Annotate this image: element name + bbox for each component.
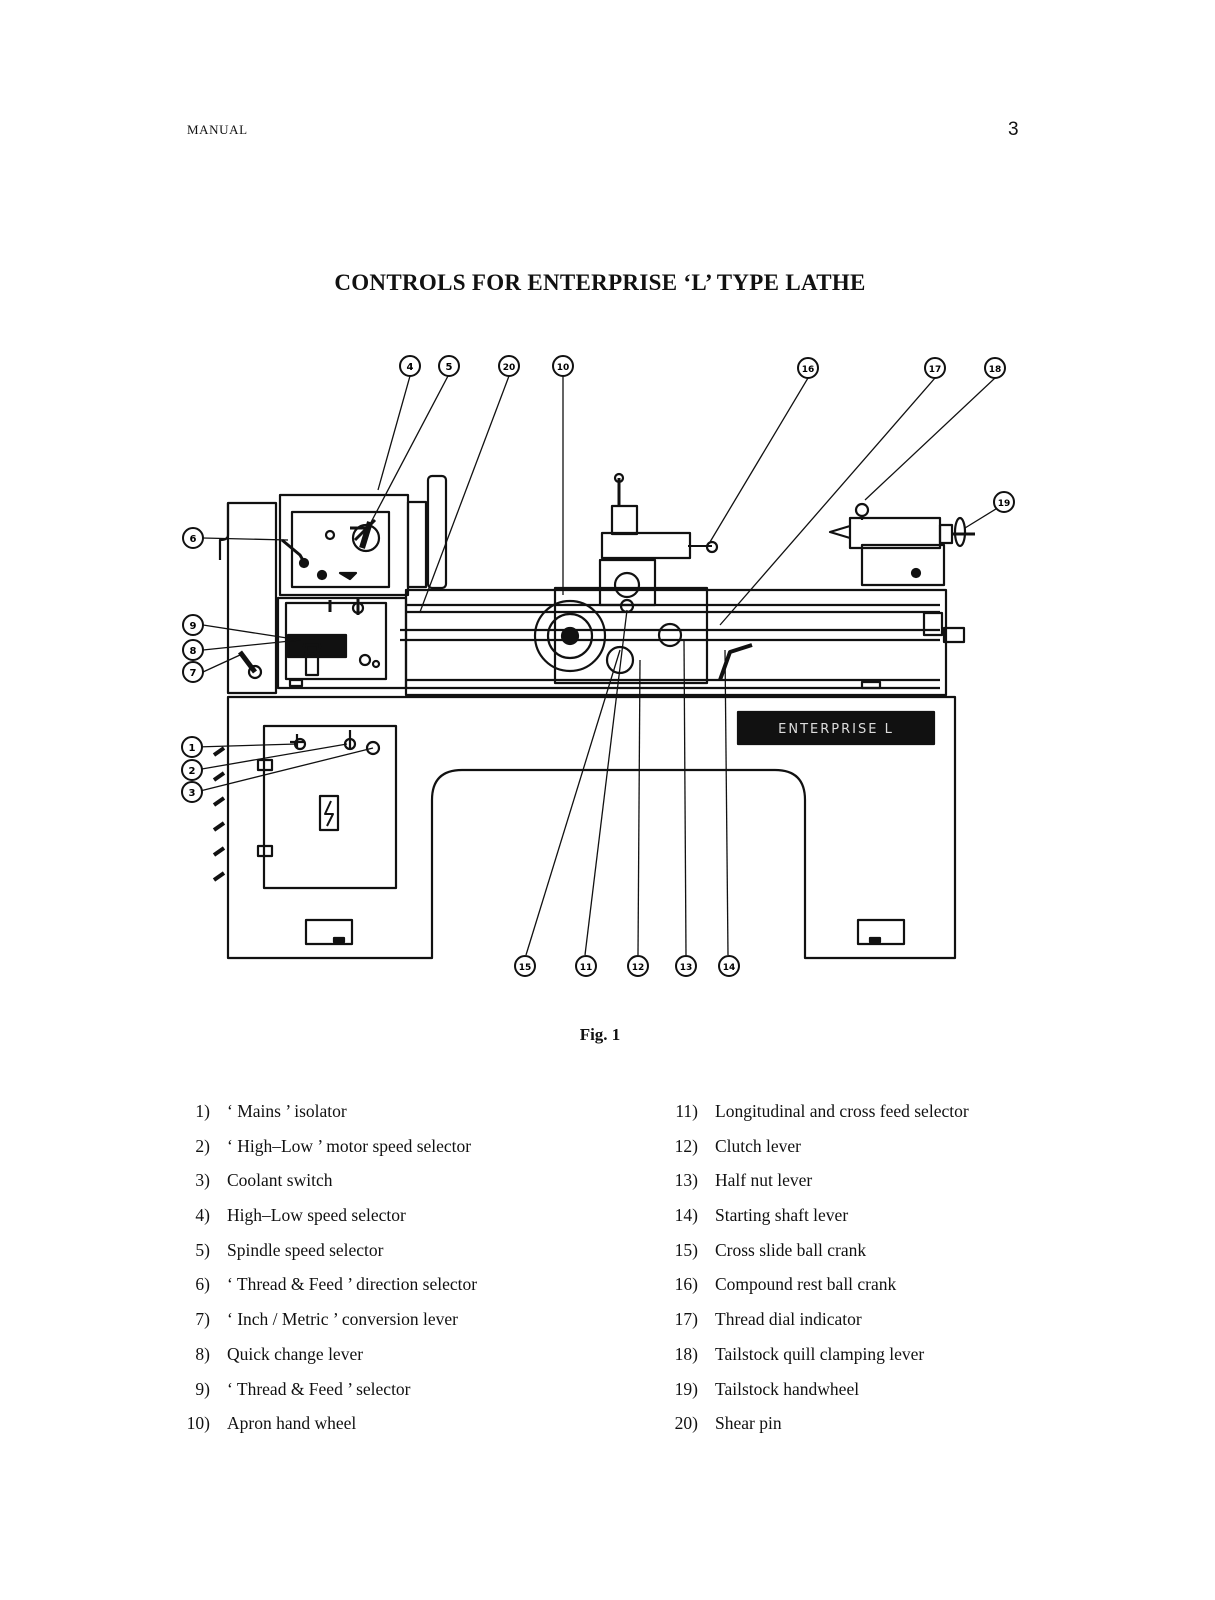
callout-18: 18 xyxy=(984,357,1006,379)
svg-text:17: 17 xyxy=(929,365,942,375)
legend-text: High–Low speed selector xyxy=(227,1205,406,1226)
carriage xyxy=(533,472,753,685)
callout-6: 6 xyxy=(182,527,204,549)
legend-number: 4) xyxy=(195,1205,210,1226)
legend-text: ‘ Inch / Metric ’ conversion lever xyxy=(227,1309,458,1330)
legend-text: Spindle speed selector xyxy=(227,1239,384,1260)
callout-4: 4 xyxy=(399,355,421,377)
switch-panel xyxy=(256,730,381,858)
svg-text:19: 19 xyxy=(998,499,1011,509)
legend-text: Apron hand wheel xyxy=(227,1413,357,1434)
legend-text: Tailstock quill clamping lever xyxy=(715,1343,925,1364)
legend-number: 20) xyxy=(674,1413,698,1434)
svg-text:20: 20 xyxy=(503,363,516,373)
svg-text:14: 14 xyxy=(723,963,736,973)
svg-text:13: 13 xyxy=(680,963,693,973)
legend-text: ‘ Thread & Feed ’ direction selector xyxy=(227,1274,478,1295)
legend-number: 11) xyxy=(675,1101,698,1121)
legend-text: Cross slide ball crank xyxy=(715,1239,867,1260)
svg-text:15: 15 xyxy=(519,963,532,973)
callout-10: 10 xyxy=(552,355,574,377)
legend-number: 7) xyxy=(195,1309,210,1330)
page-number: 3 xyxy=(1008,119,1019,140)
legend-number: 12) xyxy=(674,1135,698,1156)
legend-text: ‘ Thread & Feed ’ selector xyxy=(227,1378,411,1399)
callout-13: 13 xyxy=(675,955,697,977)
svg-text:18: 18 xyxy=(989,365,1002,375)
callout-14: 14 xyxy=(718,955,740,977)
legend-text: Compound rest ball crank xyxy=(715,1274,897,1295)
legend-text: Half nut lever xyxy=(715,1170,813,1191)
callout-16: 16 xyxy=(797,357,819,379)
callout-15: 15 xyxy=(514,955,536,977)
nameplate-text: ENTERPRISE L xyxy=(778,722,894,737)
svg-text:4: 4 xyxy=(407,362,414,373)
legend-text: Quick change lever xyxy=(227,1343,364,1364)
legend-text: Longitudinal and cross feed selector xyxy=(715,1101,969,1121)
legend-number: 5) xyxy=(195,1239,210,1260)
legend-number: 10) xyxy=(186,1413,210,1434)
callout-5: 5 xyxy=(438,355,460,377)
callout-11: 11 xyxy=(575,955,597,977)
figure-caption: Fig. 1 xyxy=(579,1025,621,1044)
running-header: MANUAL xyxy=(187,122,248,137)
legend-text: Shear pin xyxy=(715,1413,782,1434)
svg-text:3: 3 xyxy=(189,788,196,799)
legend-number: 9) xyxy=(195,1378,210,1399)
svg-text:7: 7 xyxy=(190,668,197,679)
legend-text: Coolant switch xyxy=(227,1170,333,1191)
svg-text:16: 16 xyxy=(802,365,815,375)
svg-text:5: 5 xyxy=(446,362,453,373)
svg-text:2: 2 xyxy=(189,766,196,777)
tailstock xyxy=(828,502,975,644)
legend-number: 15) xyxy=(674,1239,698,1260)
svg-text:8: 8 xyxy=(190,646,197,657)
callout-20: 20 xyxy=(498,355,520,377)
svg-text:10: 10 xyxy=(557,363,570,373)
lathe-bed xyxy=(400,588,948,697)
legend-number: 19) xyxy=(674,1378,698,1399)
svg-text:9: 9 xyxy=(190,621,197,632)
legend-number: 17) xyxy=(674,1309,698,1330)
callout-8: 8 xyxy=(182,639,204,661)
legend-number: 1) xyxy=(195,1101,210,1121)
callout-1: 1 xyxy=(181,736,203,758)
lathe-diagram: ENTERPRISE L 1 2 xyxy=(181,355,1015,977)
legend-text: ‘ High–Low ’ motor speed selector xyxy=(227,1135,472,1156)
callout-12: 12 xyxy=(627,955,649,977)
svg-text:6: 6 xyxy=(190,534,197,545)
leader-lines xyxy=(195,375,1005,956)
legend-number: 8) xyxy=(195,1343,210,1364)
callout-19: 19 xyxy=(993,491,1015,513)
legend-number: 3) xyxy=(195,1170,210,1191)
callout-9: 9 xyxy=(182,614,204,636)
legend-text: Thread dial indicator xyxy=(715,1309,862,1330)
callout-17: 17 xyxy=(924,357,946,379)
callout-2: 2 xyxy=(181,759,203,781)
callouts: 1 2 3 4 5 6 7 8 9 10 11 12 13 14 15 16 1… xyxy=(181,355,1015,977)
page-title: CONTROLS FOR ENTERPRISE ‘L’ TYPE LATHE xyxy=(334,270,866,295)
legend-number: 14) xyxy=(674,1205,698,1226)
legend-text: Clutch lever xyxy=(715,1135,802,1156)
legend-number: 16) xyxy=(674,1274,698,1295)
legend-text: Tailstock handwheel xyxy=(715,1378,860,1399)
callout-7: 7 xyxy=(182,661,204,683)
callout-3: 3 xyxy=(181,781,203,803)
legend-number: 13) xyxy=(674,1170,698,1191)
headstock xyxy=(278,493,428,597)
legend-text: Starting shaft lever xyxy=(715,1205,849,1226)
lathe-base xyxy=(226,695,957,960)
gearbox xyxy=(276,596,408,690)
legend-number: 6) xyxy=(195,1274,210,1295)
legend-text: ‘ Mains ’ isolator xyxy=(227,1101,347,1121)
legend-number: 2) xyxy=(195,1135,210,1156)
svg-text:11: 11 xyxy=(580,963,593,973)
svg-text:1: 1 xyxy=(189,743,196,754)
legend-number: 18) xyxy=(674,1343,698,1364)
svg-text:12: 12 xyxy=(632,963,645,973)
